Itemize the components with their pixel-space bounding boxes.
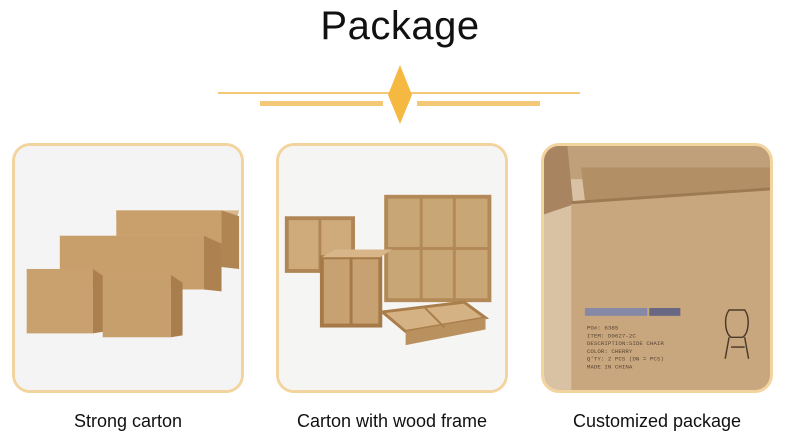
box-label-line: Q'TY: 2 PCS (DN = PCS): [587, 356, 664, 363]
box-label-line: MADE IN CHINA: [587, 364, 633, 371]
box-label-line: DESCRIPTION:SIDE CHAIR: [587, 340, 665, 347]
box-label-line: PO#: 6385: [587, 324, 619, 331]
customized-package-image: PO#: 6385 ITEM: D0627-2C DESCRIPTION:SID…: [541, 143, 773, 393]
page-title: Package: [320, 4, 480, 48]
box-label-line: ITEM: D0627-2C: [587, 332, 637, 339]
box-label-line: COLOR: CHERRY: [587, 348, 633, 355]
diamond-ornament-icon: [388, 65, 412, 124]
caption-strong-carton: Strong carton: [73, 411, 183, 431]
caption-customized-package: Customized package: [572, 411, 742, 431]
strong-carton-image: [12, 143, 244, 393]
caption-carton-wood-frame: Carton with wood frame: [296, 411, 488, 431]
title-divider: [218, 65, 580, 124]
carton-wood-frame-image: [276, 143, 508, 393]
